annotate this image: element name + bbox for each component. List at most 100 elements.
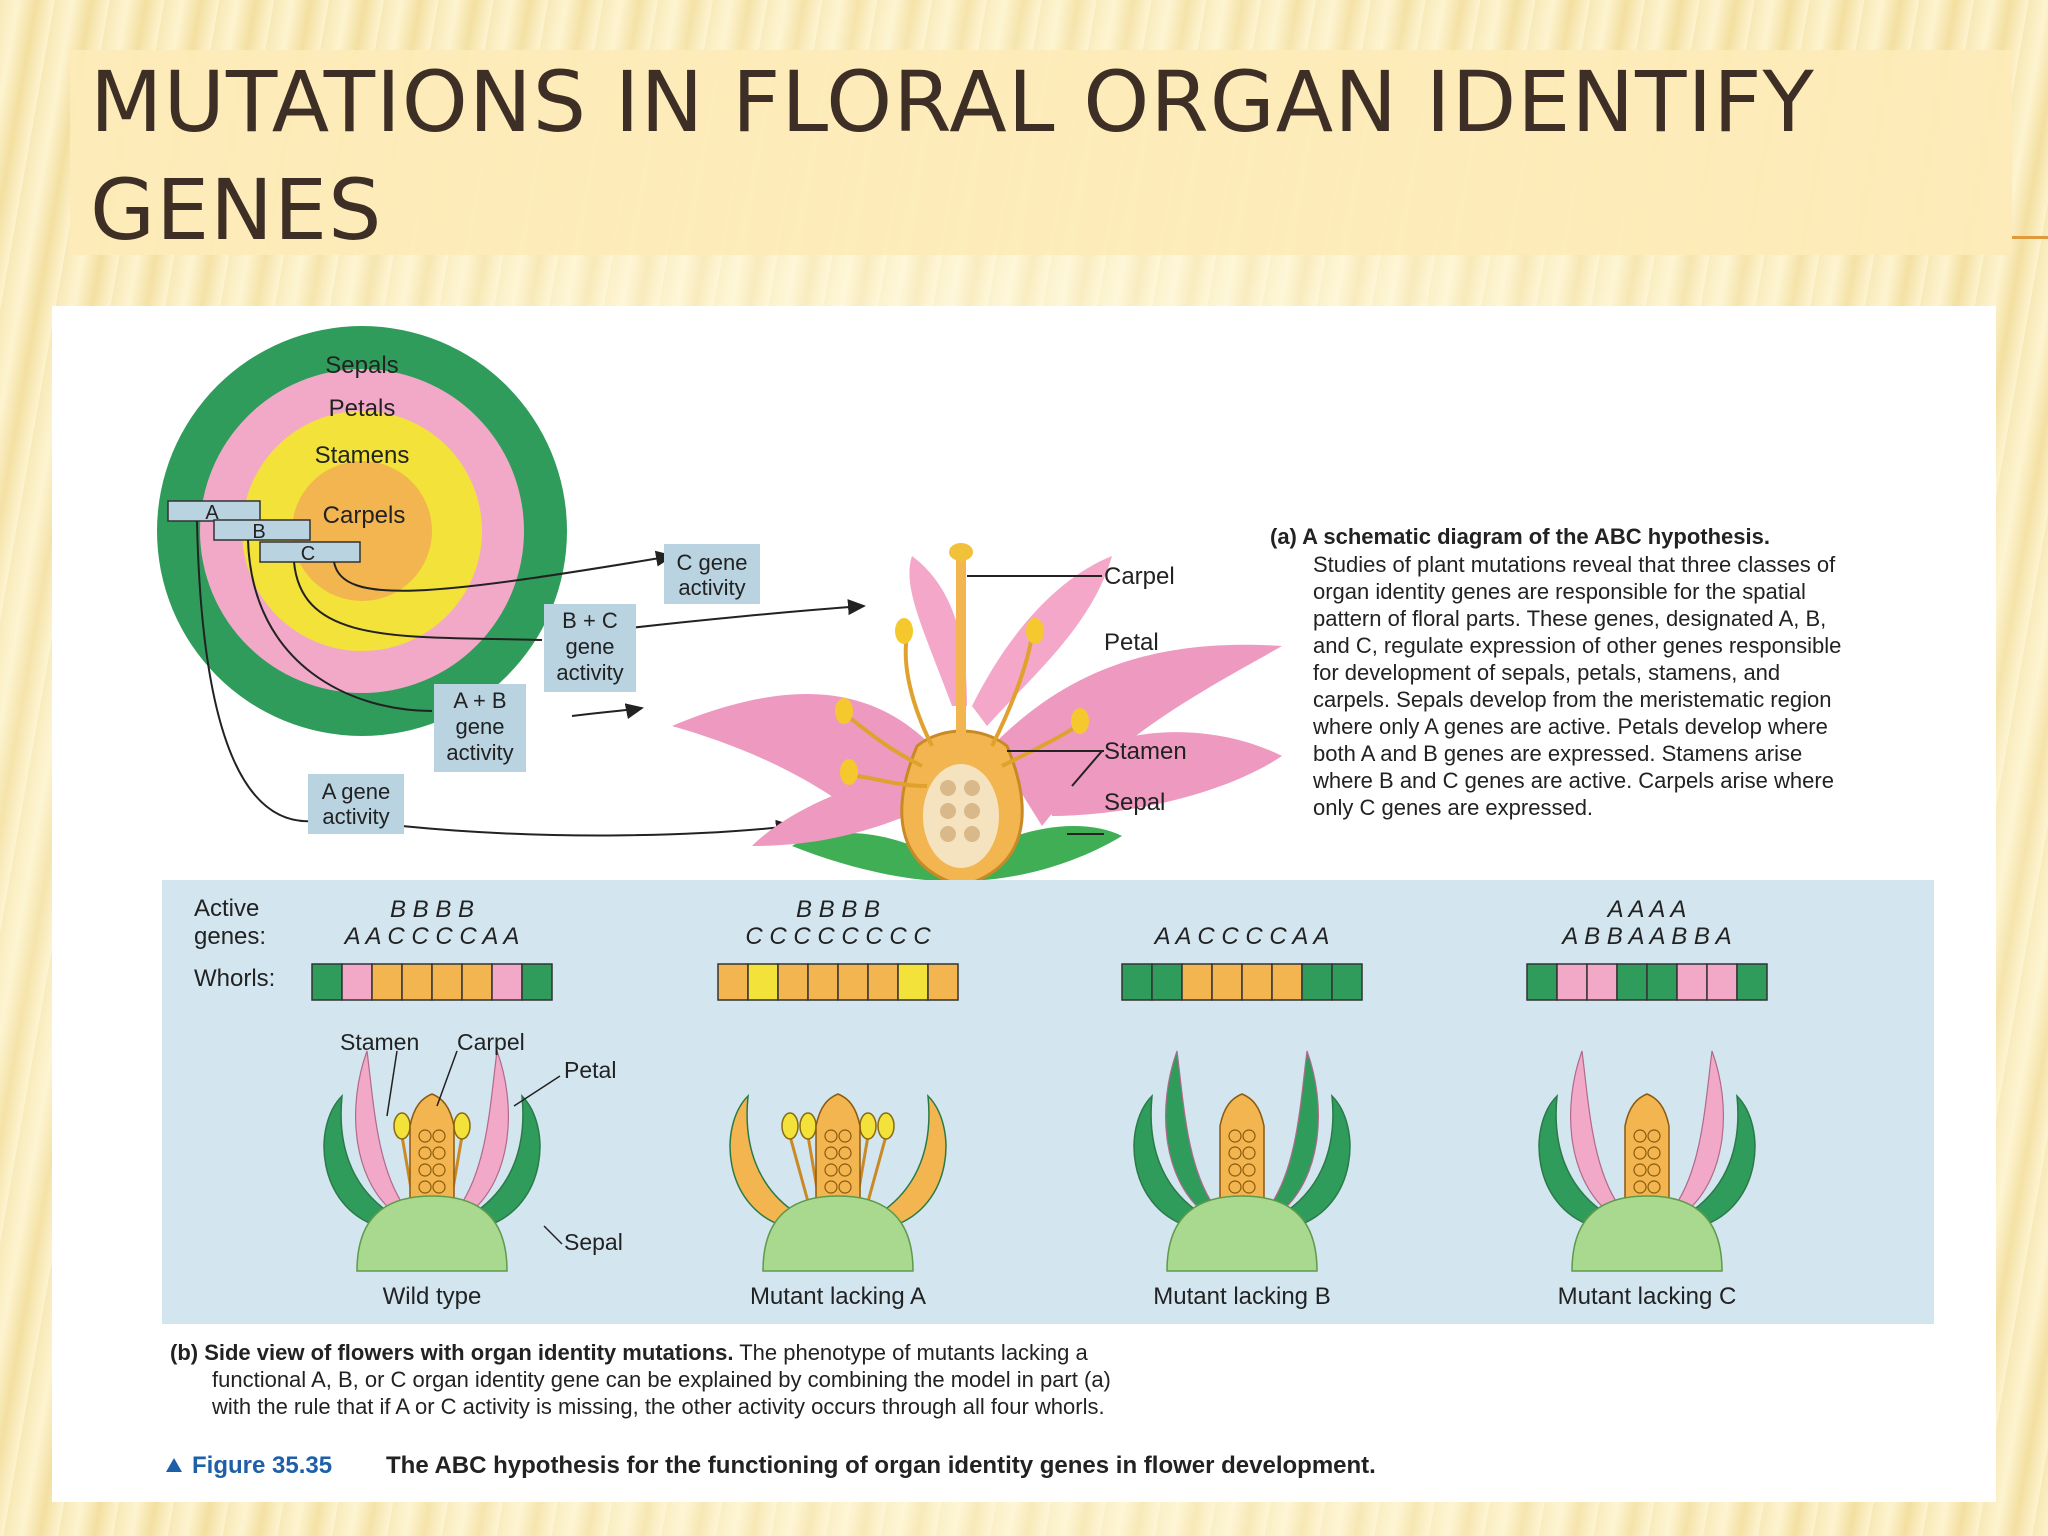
figure-triangle-icon: [166, 1458, 182, 1472]
caption-a-line: carpels. Sepals develop from the meriste…: [1313, 687, 1831, 712]
title-band: [70, 50, 2012, 255]
stamen-anther: [799, 1112, 817, 1140]
receptacle: [1166, 1195, 1318, 1272]
callout-petal: Petal: [564, 1057, 616, 1083]
bc-activity-line-3: activity: [556, 660, 623, 685]
flower-label-sepal: Sepal: [1104, 789, 1165, 816]
whorl-cell-carpel: [717, 963, 749, 1001]
ovule: [838, 1163, 852, 1177]
second-whorl-left: [354, 1050, 405, 1212]
caption-b-line: functional A, B, or C organ identity gen…: [212, 1367, 1111, 1392]
caption-b-line: with the rule that if A or C activity is…: [211, 1394, 1105, 1419]
whorl-cell-carpel: [837, 963, 869, 1001]
mutant-flower-3: A A C C C C A A Mutant lacking B: [1121, 923, 1363, 1310]
bc-gene-activity-box: B + C gene activity: [544, 604, 636, 692]
outer-whorl-left: [323, 1093, 389, 1227]
outer-whorl-left: [729, 1093, 795, 1227]
second-whorl-left: [1569, 1050, 1620, 1212]
stamen-anther: [877, 1112, 895, 1140]
caption-a-line: where B and C genes are active. Carpels …: [1312, 768, 1834, 793]
mutant-name: Mutant lacking B: [1153, 1283, 1330, 1310]
figure-panel: Sepals Petals Stamens Carpels A B C C ge…: [52, 306, 1996, 1502]
ovule: [824, 1129, 838, 1143]
outer-whorl-right: [881, 1093, 947, 1227]
receptacle: [356, 1195, 508, 1272]
gene-box-a-label: A: [205, 502, 219, 524]
caption-a-line: for development of sepals, petals, stame…: [1313, 660, 1780, 685]
ovule: [1647, 1146, 1661, 1160]
whorl-cell-sepal: [1736, 963, 1768, 1001]
ovule: [1242, 1129, 1256, 1143]
slide-title: MUTATIONS IN FLORAL ORGAN IDENTIFY GENES: [90, 53, 1815, 259]
ovule: [1242, 1180, 1256, 1194]
whorl-cell-sepal: [311, 963, 343, 1001]
outer-whorl-right: [475, 1093, 541, 1227]
flower-label-petal: Petal: [1104, 629, 1159, 656]
flower-label-stamen: Stamen: [1104, 738, 1187, 765]
carpel-ring: [292, 461, 432, 601]
outer-whorl-left: [1538, 1093, 1604, 1227]
whorl-cell-carpel: [1181, 963, 1213, 1001]
ovule: [838, 1146, 852, 1160]
ovule: [824, 1146, 838, 1160]
stamen-anther: [393, 1112, 411, 1140]
ovule: [824, 1163, 838, 1177]
whorl-cell-carpel: [431, 963, 463, 1001]
whorl-cell-carpel: [927, 963, 959, 1001]
whorl-cell-carpel: [1241, 963, 1273, 1001]
ovule: [1633, 1163, 1647, 1177]
receptacle: [1571, 1195, 1723, 1272]
caption-a-line: both A and B genes are expressed. Stamen…: [1313, 741, 1802, 766]
ovule: [418, 1180, 432, 1194]
caption-a-body: Studies of plant mutations reveal that t…: [1312, 552, 1841, 820]
whorl-cell-petal: [1586, 963, 1618, 1001]
caption-b-rest: The phenotype of mutants lacking a: [739, 1340, 1088, 1365]
whorl-cell-carpel: [777, 963, 809, 1001]
a-activity-line-1: A gene: [322, 779, 391, 804]
flower-label-carpel: Carpel: [1104, 563, 1175, 590]
c-gene-activity-box: C gene activity: [664, 544, 760, 604]
whorl-cell-sepal: [1526, 963, 1558, 1001]
whorl-cell-carpel: [461, 963, 493, 1001]
ring-label-stamens: Stamens: [315, 442, 410, 469]
ab-activity-line-3: activity: [446, 740, 513, 765]
whorl-cell-sepal: [1616, 963, 1648, 1001]
flower-leaders: [967, 575, 1104, 835]
title-accent-line: [2012, 236, 2048, 239]
active-genes-label-2: genes:: [194, 923, 266, 950]
ring-label-petals: Petals: [329, 395, 396, 422]
stamen-filament: [788, 1135, 811, 1207]
stamen-anther: [453, 1112, 471, 1140]
ovule: [1633, 1146, 1647, 1160]
whorl-cell-sepal: [1151, 963, 1183, 1001]
caption-a-line: organ identity genes are responsible for…: [1313, 579, 1806, 604]
carpel: [815, 1093, 861, 1212]
ovule: [432, 1163, 446, 1177]
a-gene-activity-box: A gene activity: [308, 774, 404, 834]
whorl-cell-sepal: [1301, 963, 1333, 1001]
c-activity-line-1: C gene: [677, 550, 748, 575]
ovule: [418, 1146, 432, 1160]
mutant-name: Wild type: [383, 1283, 482, 1310]
callout-stamen: Stamen: [340, 1029, 419, 1055]
caption-a-line: only C genes are expressed.: [1313, 795, 1593, 820]
gene-box-b-label: B: [252, 521, 265, 543]
whorl-cell-sepal: [521, 963, 553, 1001]
activity-curves: [196, 520, 866, 837]
ovule: [838, 1129, 852, 1143]
ring-label-sepals: Sepals: [325, 352, 398, 379]
whorl-cell-sepal: [1121, 963, 1153, 1001]
active-genes-bottom: A A C C C C A A: [1153, 923, 1330, 950]
active-genes-bottom: A B B A A B B A: [1560, 923, 1731, 950]
flower-illustration: [672, 543, 1282, 997]
ab-gene-activity-box: A + B gene activity: [434, 684, 526, 772]
ovule: [824, 1180, 838, 1194]
ovule: [1647, 1180, 1661, 1194]
caption-a-line: pattern of floral parts. These genes, de…: [1313, 606, 1826, 631]
ovule: [1228, 1146, 1242, 1160]
whorl-cell-sepal: [1646, 963, 1678, 1001]
outer-whorl-right: [1690, 1093, 1756, 1227]
